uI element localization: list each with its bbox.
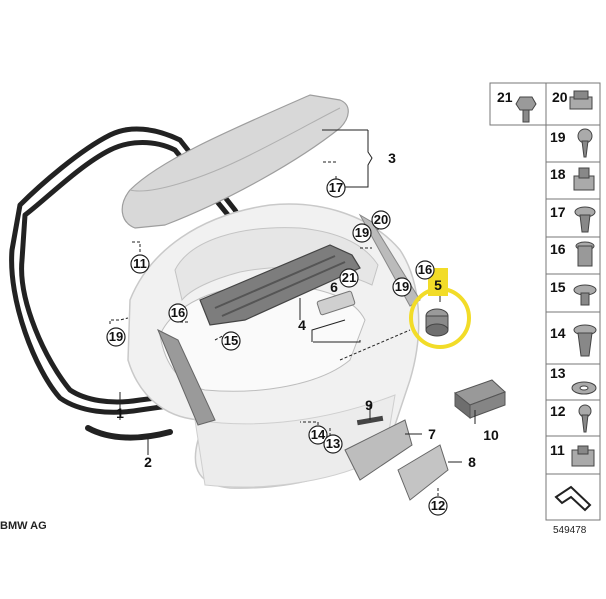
callout-8: 8 [468, 454, 476, 470]
callout-15: 15 [221, 331, 241, 351]
svg-text:15: 15 [224, 333, 238, 348]
callout-labels: 11 19 16 15 17 20 19 16 [106, 150, 499, 516]
side-item-19: 19 [545, 124, 601, 163]
expanding-rivet-icon [573, 324, 597, 357]
callout-1: 1 [116, 405, 124, 421]
svg-text:14: 14 [311, 427, 326, 442]
copyright-text: BMW AG [0, 520, 47, 532]
side-item-14: 14 [545, 311, 601, 365]
tailgate-lower [194, 394, 396, 488]
spoiler-edge [129, 107, 341, 192]
strip-part-9 [356, 415, 384, 426]
svg-text:16: 16 [171, 305, 185, 320]
diagram-number: 549478 [553, 525, 587, 536]
tailgate-illustration [9, 94, 506, 501]
svg-text:12: 12 [431, 498, 445, 513]
callout-3: 3 [388, 150, 396, 166]
expanding-rivet-icon [574, 206, 596, 233]
callout-19-top: 19 [352, 223, 372, 243]
hex-bolt-icon [515, 96, 537, 123]
callout-10: 10 [483, 427, 499, 443]
svg-text:19: 19 [109, 329, 123, 344]
callout-13: 13 [323, 434, 343, 454]
orientation-arrow-box [545, 473, 601, 521]
svg-text:16: 16 [418, 262, 432, 277]
bracket-part-7 [344, 419, 413, 481]
callout-14: 14 [308, 425, 328, 445]
callout-11: 11 [130, 254, 150, 274]
bracket-part-8 [397, 444, 449, 501]
callout-20: 20 [371, 210, 391, 230]
side-item-16: 16 [545, 236, 601, 275]
side-item-18: 18 [545, 161, 601, 200]
callout-7: 7 [428, 426, 436, 442]
plug-part-5 [425, 308, 449, 337]
side-item-15: 15 [545, 273, 601, 313]
svg-text:17: 17 [550, 204, 566, 220]
side-item-13: 13 [545, 363, 601, 401]
cover-part-6 [316, 290, 356, 316]
svg-text:15: 15 [550, 279, 566, 295]
svg-text:19: 19 [355, 225, 369, 240]
spoiler-part-3 [121, 94, 349, 229]
callout-19-right: 19 [392, 277, 412, 297]
svg-text:19: 19 [550, 129, 566, 145]
svg-text:16: 16 [550, 241, 566, 257]
svg-text:21: 21 [497, 89, 513, 105]
side-item-17: 17 [545, 198, 601, 238]
svg-text:12: 12 [550, 403, 566, 419]
seal-part-1 [9, 126, 240, 415]
svg-text:11: 11 [133, 256, 147, 271]
svg-text:17: 17 [329, 180, 343, 195]
side-item-11: 11 [545, 435, 601, 475]
clip-nut-icon [573, 167, 595, 191]
push-clip-icon [573, 284, 597, 306]
seal-part-2 [85, 425, 173, 441]
washer-icon [571, 381, 597, 395]
svg-text:20: 20 [552, 89, 568, 105]
brake-light-housing-part-4 [199, 244, 361, 326]
plug-icon [575, 241, 595, 267]
svg-text:19: 19 [395, 279, 409, 294]
screw-icon [577, 128, 593, 158]
svg-text:13: 13 [326, 436, 340, 451]
svg-text:13: 13 [550, 365, 566, 381]
callout-19-left: 19 [106, 327, 126, 347]
callout-9: 9 [365, 397, 373, 413]
svg-text:18: 18 [550, 166, 566, 182]
callout-4: 4 [298, 317, 306, 333]
svg-text:20: 20 [374, 212, 388, 227]
clip-nut-icon [571, 445, 595, 467]
svg-text:11: 11 [550, 442, 565, 458]
clip-nut-icon [569, 90, 593, 110]
svg-text:21: 21 [342, 270, 356, 285]
svg-text:14: 14 [550, 325, 566, 341]
callout-17: 17 [326, 178, 346, 198]
box-part-10 [453, 379, 506, 420]
callout-16-right: 16 [415, 260, 435, 280]
callout-21: 21 [339, 268, 359, 288]
side-trim-left [157, 328, 216, 426]
callout-6: 6 [330, 279, 338, 295]
orientation-arrow-icon [554, 485, 592, 512]
callout-5: 5 [434, 277, 442, 293]
side-parts-panel: 21 20 19 18 17 [489, 82, 601, 521]
side-item-12: 12 [545, 399, 601, 437]
screw-icon [578, 404, 592, 433]
callout-12: 12 [428, 496, 448, 516]
callout-16-left: 16 [168, 303, 188, 323]
callout-2: 2 [144, 454, 152, 470]
